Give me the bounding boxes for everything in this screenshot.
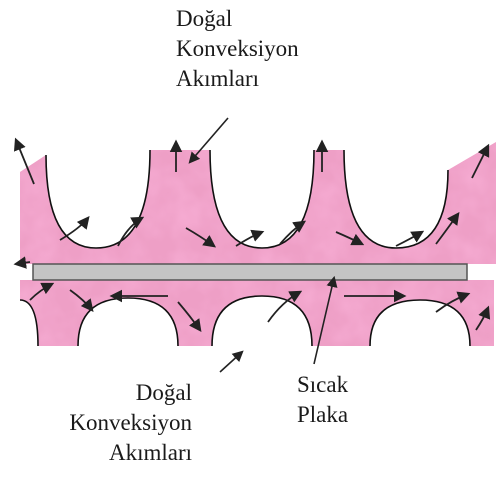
label-line: Akımları <box>10 438 192 468</box>
label-bottom-convection-currents: Doğal Konveksiyon Akımları <box>10 378 192 468</box>
hot-plate <box>33 264 467 280</box>
label-line: Doğal <box>176 4 299 34</box>
label-line: Akımları <box>176 64 299 94</box>
label-line: Plaka <box>297 400 348 430</box>
label-line: Konveksiyon <box>10 408 192 438</box>
upper-fluid-region <box>20 142 496 264</box>
leader-line-bottom <box>220 352 242 372</box>
label-line: Sıcak <box>297 370 348 400</box>
label-line: Konveksiyon <box>176 34 299 64</box>
flow-arrow <box>236 232 262 246</box>
label-hot-plate: Sıcak Plaka <box>297 370 348 430</box>
lower-fluid-region <box>20 280 494 346</box>
label-line: Doğal <box>10 378 192 408</box>
label-top-convection-currents: Doğal Konveksiyon Akımları <box>176 4 299 94</box>
flow-arrow <box>60 218 88 240</box>
